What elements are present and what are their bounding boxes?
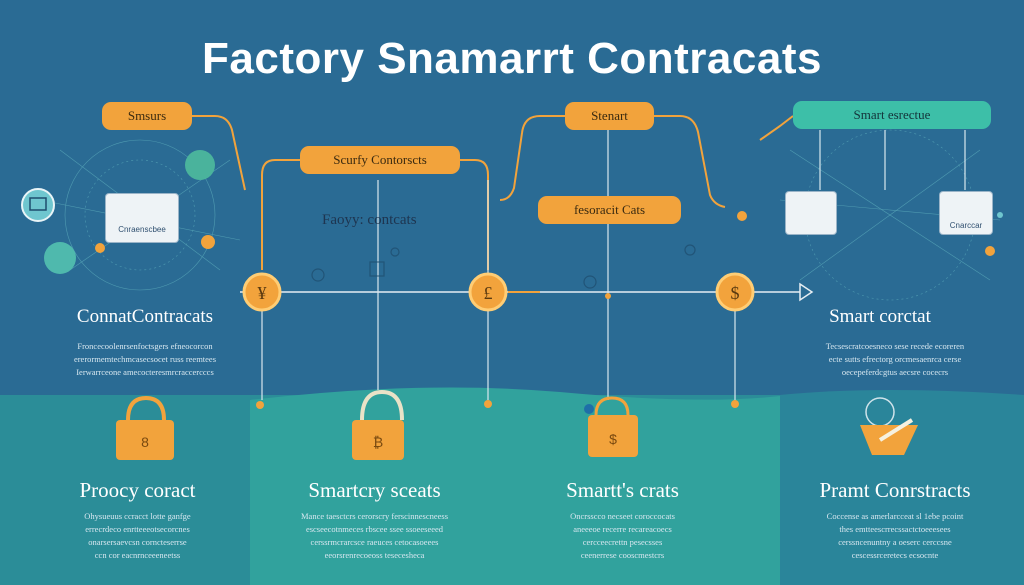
contract-card-right-2: Cnarccar [940,192,992,234]
col4-body: Coccense as amerlarcceat sl 1ebe pcoint … [780,510,1010,562]
col1-heading: Proocy coract [79,478,196,502]
lower-band-right [780,390,1024,585]
col1-body: Ohysueuus ccracct lotte ganfge errecrdec… [30,510,245,562]
body-line: oecepeferdcgtus aecsre cocecrs [841,367,949,377]
upper-left-body: Froncecoolenrsenfoctsgers efneocorcon er… [40,340,250,379]
small-icons [311,244,696,289]
pill-security-contracts: Scurfy Contorscts [300,146,460,174]
gauge-icon [860,397,918,455]
coin-node-2: £ [468,272,508,312]
globe-icon [185,150,215,180]
orange-connectors [192,115,794,293]
body-line: Coccense as amerlarcceat sl 1ebe pcoint [826,511,964,521]
body-line: eeorsrenrecoeoss tesecesheca [324,550,425,560]
pill-top-center: Stenart [565,102,654,130]
document-icon: $ [584,396,638,457]
svg-text:₿: ₿ [373,434,383,450]
chat-icon [44,242,76,274]
padlock-icon: ₿ [352,389,404,460]
body-line: aneeeoe recerre recareacoecs [573,524,672,534]
svg-text:¥: ¥ [258,283,267,303]
body-line: Froncecoolenrsenfoctsgers efneocorcon [77,341,213,351]
body-line: ccn cor eacnrnceeeneetss [94,550,181,560]
pill-top-left: Smsurs [102,102,192,130]
body-line: errecrdeco enrtteeeotsecorcnes [85,524,190,534]
timeline-arrow-icon [799,282,814,302]
monitor-icon [21,188,55,222]
pill-center-orange: fesoracit Cats [538,196,681,224]
body-line: Oncrsscco necseet coroccocats [570,511,675,521]
col2-body: Mance taesctcrs cerorscry ferscinnescnee… [262,510,487,562]
body-line: cescessrceretecs ecsocnte [851,550,939,560]
upper-right-heading: Smart corctat [829,306,931,327]
coin-icon [201,235,215,249]
col3-heading: Smartt's crats [566,478,679,502]
upper-left-heading: ConnatContracats [76,306,214,327]
body-line: cerssncenuntny a oeserc cerccsne [838,537,952,547]
svg-text:8: 8 [141,434,149,450]
body-line: Tecsescratcoesneco sese recede ecoreren [825,341,965,351]
body-line: escseecotnmeces rbscee ssee ssoeeseeed [305,524,444,534]
body-line: ererormemtechmcasecsocet russ reemtees [73,354,217,364]
upper-right-body: Tecsescratcoesneco sese recede ecoreren … [775,340,1015,379]
card-label-left: Cnraenscbee [118,225,166,234]
contract-card-right-1 [786,192,836,234]
lock-icon: 8 [116,395,174,460]
svg-text:$: $ [731,283,740,303]
page-title: Factory Snamarrt Contracats [202,34,822,83]
svg-text:$: $ [609,431,617,447]
body-line: ecte sutts efrectorg orcmesaenrca cerse [828,354,962,364]
col3-body: Oncrsscco necseet coroccocats aneeeoe re… [510,510,735,562]
contract-card-left: Cnraenscbee [106,194,178,242]
coin-node-1: ¥ [242,272,282,312]
body-line: Ierwarrceone amecocteresmrcraccercccs [76,367,214,377]
body-line: cerssrmcrarcsce raeuces cetocasoeees [310,537,439,547]
col2-heading: Smartcry sceats [308,478,441,502]
body-line: ceenerrese cooscmestcrs [580,550,665,560]
connector-dots [256,293,739,409]
diagram-label: Faoyy: contcats [322,212,417,228]
body-line: onarsersaevcsn corncteserrse [88,537,187,547]
body-line: thes emtteescrrecssactctoeeesees [839,524,951,534]
body-line: Mance taesctcrs cerorscry ferscinnescnee… [300,511,449,521]
body-line: Ohysueuus ccracct lotte ganfge [84,511,191,521]
coin-node-3: $ [715,272,755,312]
card-label-right: Cnarccar [949,221,983,230]
body-line: cercceecrettn pesecsses [582,537,663,547]
svg-text:£: £ [484,283,493,303]
col4-heading: Pramt Conrstracts [819,478,971,502]
pill-top-right: Smart esrectue [793,101,991,129]
